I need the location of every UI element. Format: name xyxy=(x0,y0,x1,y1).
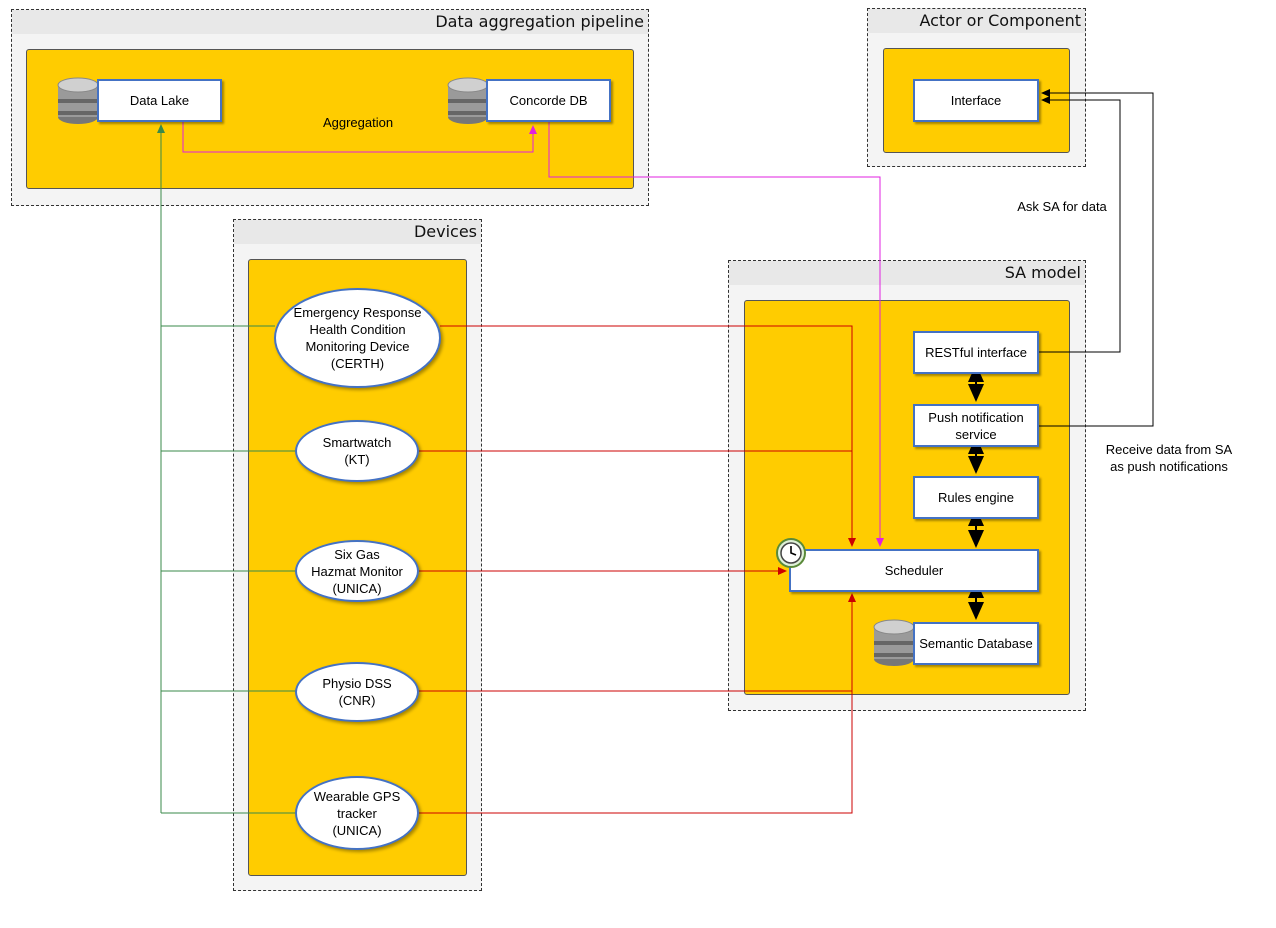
rules-engine-node[interactable]: Rules engine xyxy=(913,476,1039,519)
device-certh[interactable]: Emergency Response Health Condition Moni… xyxy=(274,288,441,388)
device-smartwatch[interactable]: Smartwatch (KT) xyxy=(295,420,419,482)
group-title: Data aggregation pipeline xyxy=(435,12,644,31)
semantic-database-node[interactable]: Semantic Database xyxy=(913,622,1039,665)
magenta-links xyxy=(182,122,884,547)
aggregation-label: Aggregation xyxy=(322,115,394,130)
group-title-bar xyxy=(729,261,1085,285)
group-title: SA model xyxy=(1004,263,1081,282)
group-title: Devices xyxy=(413,222,477,241)
device-gps-tracker[interactable]: Wearable GPS tracker (UNICA) xyxy=(295,776,419,850)
database-icon xyxy=(57,77,99,124)
group-title-bar xyxy=(868,9,1085,33)
black-interface-links xyxy=(1038,89,1154,427)
restful-interface-node[interactable]: RESTful interface xyxy=(913,331,1039,374)
receive-data-annotation: Receive data from SA as push notificatio… xyxy=(1105,442,1233,474)
push-notification-node[interactable]: Push notification service xyxy=(913,404,1039,447)
green-device-links xyxy=(157,124,296,814)
data-lake-node[interactable]: Data Lake xyxy=(97,79,222,122)
database-icon xyxy=(447,77,489,124)
scheduler-node[interactable]: Scheduler xyxy=(789,549,1039,592)
concorde-db-node[interactable]: Concorde DB xyxy=(486,79,611,122)
device-hazmat-monitor[interactable]: Six Gas Hazmat Monitor (UNICA) xyxy=(295,540,419,602)
red-device-links xyxy=(418,325,856,814)
group-title-bar xyxy=(12,10,648,34)
device-physio-dss[interactable]: Physio DSS (CNR) xyxy=(295,662,419,722)
group-title: Actor or Component xyxy=(919,11,1081,30)
database-icon xyxy=(873,619,915,666)
interface-node[interactable]: Interface xyxy=(913,79,1039,122)
ask-sa-annotation: Ask SA for data xyxy=(1017,199,1107,214)
group-title-bar xyxy=(234,220,481,244)
clock-icon xyxy=(776,538,806,568)
